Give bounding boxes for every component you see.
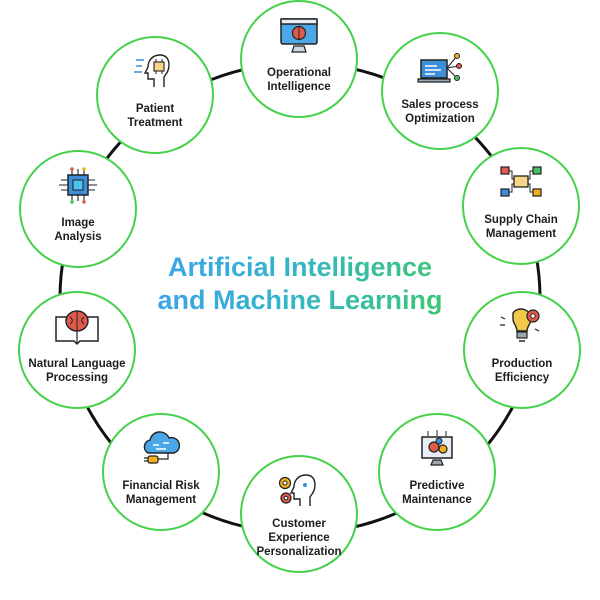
node-label-line: Optimization xyxy=(405,113,475,125)
node-label-line: Maintenance xyxy=(402,494,472,506)
node-label-line: Experience xyxy=(268,532,330,544)
node-label-line: Management xyxy=(485,228,557,240)
cloud-plug-icon xyxy=(143,431,181,464)
node-label-line: Processing xyxy=(46,372,108,384)
node-label-line: Analysis xyxy=(54,231,102,243)
node-label-line: Supply Chain xyxy=(484,214,558,226)
node-label-line: Personalization xyxy=(256,546,342,558)
node-label-line: Efficiency xyxy=(494,372,550,384)
head-chip-icon xyxy=(134,54,170,87)
node-label-line: Sales process xyxy=(401,99,479,111)
node-label-line: Natural Language xyxy=(28,358,126,370)
node-label-line: Treatment xyxy=(127,117,183,129)
chip-icon xyxy=(59,167,97,204)
node-label-line: Patient xyxy=(135,103,175,115)
node-label-line: Operational xyxy=(267,67,331,79)
node-label-line: Intelligence xyxy=(267,81,331,93)
laptop-network-icon xyxy=(417,53,462,83)
title-line-2: and Machine Learning xyxy=(120,284,480,317)
node-label-line: Production xyxy=(491,358,553,370)
node-label-line: Predictive xyxy=(409,480,465,492)
node-label-line: Customer xyxy=(272,518,326,530)
head-gears-icon xyxy=(278,474,316,506)
node-label-line: Financial Risk xyxy=(122,480,200,492)
book-brain-icon xyxy=(55,310,99,346)
monitor-gears-icon xyxy=(421,430,453,466)
node-label-line: Management xyxy=(125,494,197,506)
flowchart-icon xyxy=(500,166,542,197)
lightbulb-gear-icon xyxy=(500,308,540,342)
diagram-title: Artificial Intelligence and Machine Lear… xyxy=(120,251,480,317)
node-label-line: Image xyxy=(61,217,95,229)
title-line-1: Artificial Intelligence xyxy=(120,251,480,284)
monitor-brain-icon xyxy=(280,18,318,53)
